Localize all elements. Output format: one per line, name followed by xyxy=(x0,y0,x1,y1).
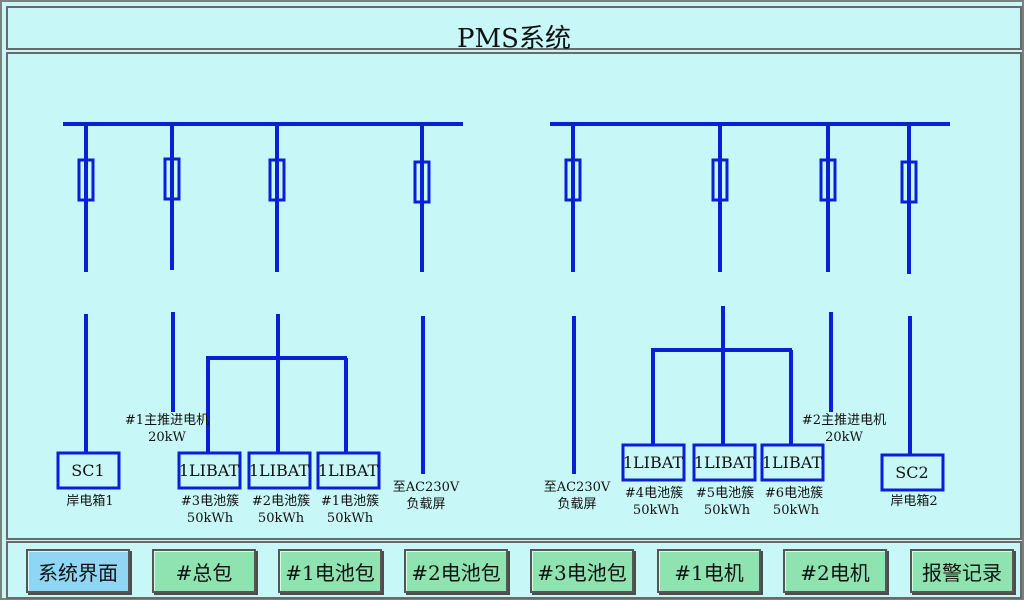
fuse-ac-load-right xyxy=(564,158,582,202)
sc2-box xyxy=(880,453,945,492)
fuse-battery-left xyxy=(268,158,286,202)
battery1-box xyxy=(316,451,381,490)
ac-load-left-label: 至AC230V xyxy=(393,480,460,495)
fuse-motor1 xyxy=(163,157,181,201)
battery3-box xyxy=(177,451,242,490)
battery2-text: 1LIBAT xyxy=(249,461,310,480)
fuse-motor2 xyxy=(819,158,837,202)
nav-main-pack-button[interactable]: #总包 xyxy=(152,549,256,593)
sc1-box xyxy=(56,451,121,490)
battery5-capacity: 50kWh xyxy=(704,503,751,518)
battery3-label: #3电池簇 xyxy=(181,494,239,509)
ac-load-left-label2: 负载屏 xyxy=(406,497,445,512)
single-line-diagram-panel: SC1 1LIBAT 1LIBAT 1LIBAT 1LIBAT 1LIBAT 1… xyxy=(6,52,1022,540)
battery5-label: #5电池簇 xyxy=(696,486,754,501)
nav-battery-pack2-button[interactable]: #2电池包 xyxy=(404,549,508,593)
nav-system-view-button[interactable]: 系统界面 xyxy=(26,549,130,593)
fuse-sc2 xyxy=(900,160,918,204)
motor1-label: #1主推进电机 xyxy=(125,413,209,428)
battery4-label: #4电池簇 xyxy=(625,486,683,501)
battery2-box xyxy=(247,451,312,490)
sc2-label: 岸电箱2 xyxy=(890,493,937,509)
battery1-label: #1电池簇 xyxy=(321,494,379,509)
motor2-power: 20kW xyxy=(825,430,863,445)
battery5-box xyxy=(692,443,757,482)
equipment-box-texts: SC1 1LIBAT 1LIBAT 1LIBAT 1LIBAT 1LIBAT 1… xyxy=(71,453,928,482)
fuse-battery-right xyxy=(711,158,729,202)
fuse-ac-load-left xyxy=(413,160,431,204)
battery4-text: 1LIBAT xyxy=(623,453,684,472)
pms-single-line-diagram: SC1 1LIBAT 1LIBAT 1LIBAT 1LIBAT 1LIBAT 1… xyxy=(56,122,950,526)
right-busbar-group xyxy=(550,122,950,492)
sc2-text: SC2 xyxy=(895,463,928,482)
battery2-capacity: 50kWh xyxy=(258,511,305,526)
battery6-label: #6电池簇 xyxy=(765,486,823,501)
battery1-capacity: 50kWh xyxy=(327,511,374,526)
nav-motor2-button[interactable]: #2电机 xyxy=(783,549,887,593)
ac-load-right-label2: 负载屏 xyxy=(557,497,596,512)
battery2-label: #2电池簇 xyxy=(252,494,310,509)
motor2-label: #2主推进电机 xyxy=(802,413,886,428)
battery6-text: 1LIBAT xyxy=(762,453,823,472)
bottom-navigation: 系统界面 #总包 #1电池包 #2电池包 #3电池包 #1电机 #2电机 报警记… xyxy=(6,541,1022,599)
battery4-capacity: 50kWh xyxy=(633,503,680,518)
sc1-label: 岸电箱1 xyxy=(66,493,113,509)
battery3-capacity: 50kWh xyxy=(187,511,234,526)
battery4-box xyxy=(621,443,686,482)
title-bar: PMS系统 xyxy=(6,6,1022,54)
left-busbar-group xyxy=(56,122,463,490)
nav-battery-pack3-button[interactable]: #3电池包 xyxy=(530,549,634,593)
nav-battery-pack1-button[interactable]: #1电池包 xyxy=(278,549,382,593)
sc1-text: SC1 xyxy=(71,461,104,480)
battery1-text: 1LIBAT xyxy=(318,461,379,480)
nav-alarm-log-button[interactable]: 报警记录 xyxy=(910,549,1014,593)
battery6-capacity: 50kWh xyxy=(773,503,820,518)
page-title: PMS系统 xyxy=(457,24,571,54)
ac-load-right-label: 至AC230V xyxy=(544,480,611,495)
battery5-text: 1LIBAT xyxy=(694,453,755,472)
battery3-text: 1LIBAT xyxy=(179,461,240,480)
battery6-box xyxy=(760,443,825,482)
motor1-power: 20kW xyxy=(148,430,186,445)
nav-motor1-button[interactable]: #1电机 xyxy=(657,549,761,593)
equipment-labels: 岸电箱1 #1主推进电机 20kW #3电池簇 50kWh #2电池簇 50kW… xyxy=(66,413,937,526)
fuse-sc1 xyxy=(77,158,95,202)
